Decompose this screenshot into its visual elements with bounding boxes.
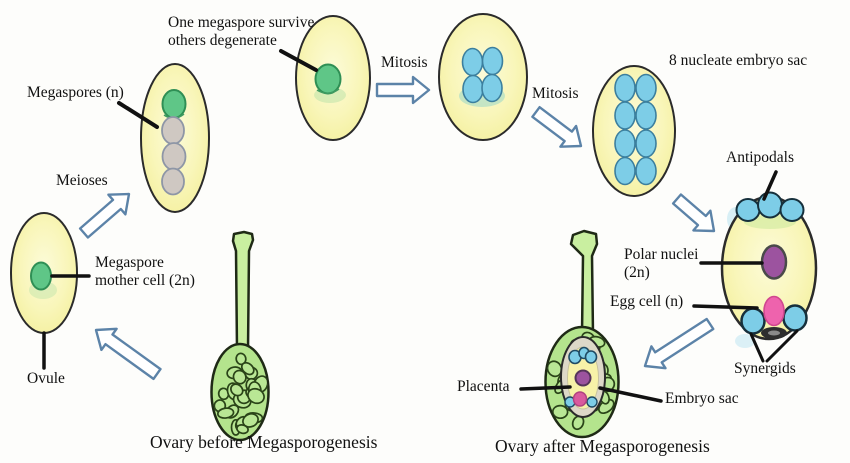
antipodals-label: Antipodals <box>726 149 795 166</box>
synergids-pointer-line-left <box>749 332 765 363</box>
egg-cell <box>763 295 785 327</box>
four-nucleus-4 <box>481 73 503 103</box>
meiosis-arrow <box>78 192 131 239</box>
tetrad-green-megaspore <box>161 89 187 119</box>
ovary-after-egg-nucleus <box>572 391 588 407</box>
antipodals-pointer-line <box>762 170 778 201</box>
ovary-before-figure <box>210 230 270 442</box>
megaspores-label: Megaspores (n) <box>27 84 124 101</box>
four-nucleus-2 <box>481 46 504 76</box>
antipodal-cell-1 <box>735 198 761 222</box>
eight-nucleate-label: 8 nucleate embryo sac <box>669 52 808 69</box>
ovary-after-synergid-right <box>586 396 598 408</box>
mature-embryo-sac-figure <box>692 170 818 363</box>
embryo-sac-label: Embryo sac <box>665 390 739 407</box>
tetrad-gray-megaspore-2 <box>161 142 187 171</box>
antipodal-cell-3 <box>779 198 805 222</box>
synergid-cell-right <box>782 304 808 332</box>
egg-cell-pointer-line <box>692 304 759 310</box>
ovary-after-label: Ovary after Megasporogenesis <box>495 436 710 456</box>
four-nucleus-1 <box>461 47 484 77</box>
ovule-label: Ovule <box>27 370 65 387</box>
one-megaspore-label: One megaspore survive others degenerate <box>168 14 315 50</box>
eight-nucleus-6 <box>635 129 657 158</box>
placenta-label: Placenta <box>457 378 510 395</box>
ovary-after-figure <box>519 229 663 439</box>
ovary-before-cell-texture <box>213 352 268 436</box>
antipodal-cell-2 <box>757 191 783 219</box>
mitosis-arrow-2 <box>531 106 583 148</box>
surviving-megaspore-figure <box>279 15 371 141</box>
mitosis-label-2: Mitosis <box>532 85 579 102</box>
one-megaspore-pointer-line <box>279 49 318 72</box>
eight-nucleus-3 <box>614 101 636 130</box>
ovary-after-style-stalk <box>569 229 599 336</box>
ovary-after-polar-nucleus <box>574 369 592 387</box>
surviving-megaspore-nucleus <box>314 63 342 95</box>
mitosis-arrow-1 <box>375 75 431 105</box>
to-ovule-arrow <box>94 327 162 381</box>
mitosis-label-1: Mitosis <box>381 54 428 71</box>
placenta-pointer-line <box>519 385 572 391</box>
to-ovary-after-arrow <box>643 317 715 370</box>
ovule-figure <box>10 212 91 370</box>
synergids-label: Synergids <box>734 360 796 377</box>
eight-nucleus-2 <box>635 73 657 103</box>
eight-nucleus-8 <box>635 156 657 186</box>
eight-nucleus-1 <box>614 73 636 103</box>
megaspore-mother-label: Megaspore mother cell (2n) <box>95 254 195 290</box>
synergid-cell-left <box>740 307 766 335</box>
four-nucleate-figure <box>438 13 528 141</box>
eight-nucleus-5 <box>614 129 636 158</box>
four-nucleate-body <box>438 13 528 141</box>
ovary-before-label: Ovary before Megasporogenesis <box>150 432 378 452</box>
meioses-label: Meioses <box>56 172 108 189</box>
synergids-pointer-line-right <box>765 329 799 363</box>
ovary-before-style-stalk <box>231 230 255 352</box>
eight-nucleus-7 <box>614 156 636 186</box>
polar-nuclei-label: Polar nuclei (2n) <box>624 246 699 282</box>
embryo-sac-pointer-line <box>598 386 663 403</box>
megaspores-pointer-line <box>117 101 159 129</box>
to-mature-sac-arrow <box>671 193 716 233</box>
tetrad-gray-megaspore-3 <box>161 167 185 196</box>
megaspore-tetrad-figure <box>117 63 210 213</box>
polar-nuclei-cell <box>760 244 788 280</box>
four-nucleus-3 <box>462 74 484 104</box>
ovary-after-antipodal-3 <box>584 350 598 364</box>
eight-nucleate-figure <box>592 65 676 197</box>
tetrad-gray-megaspore-1 <box>161 116 185 145</box>
egg-cell-label: Egg cell (n) <box>610 293 684 310</box>
megaspore-mother-cell-nucleus <box>30 261 52 291</box>
eight-nucleus-4 <box>635 101 657 130</box>
